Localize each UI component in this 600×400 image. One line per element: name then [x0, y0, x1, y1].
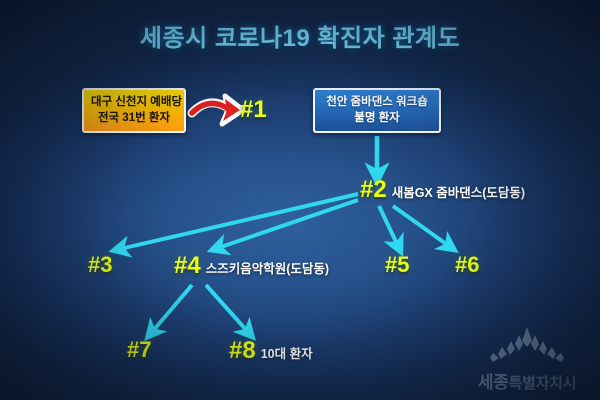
case-node-5: #5 — [385, 252, 414, 278]
case-node-8-number: #8 — [229, 337, 256, 364]
sejong-city-logo-text: 세종특별자치시 — [466, 368, 588, 393]
arrow-node-4-to-node-7 — [144, 283, 194, 342]
case-node-2-label: 새봄GX 줌바댄스(도담동) — [391, 186, 526, 200]
case-node-5-number: #5 — [385, 252, 410, 277]
sejong-logo-prefix: 세종 — [477, 373, 509, 392]
sejong-city-logo: 세종특별자치시 — [466, 325, 588, 393]
source-box-cheonan-line1: 천안 줌바댄스 워크숍 — [326, 96, 428, 108]
source-box-cheonan-line2: 불명 환자 — [354, 111, 400, 124]
arrow-node-2-to-node-6 — [391, 204, 459, 253]
case-node-4: #4 스즈키음악학원(도담동) — [174, 252, 329, 280]
sejong-wing-emblem-icon — [490, 327, 564, 362]
source-box-daegu-line1: 대구 신천지 예배당 — [91, 96, 183, 108]
case-node-4-label: 스즈키음악학원(도담동) — [205, 262, 330, 276]
arrow-node-4-to-node-8 — [204, 283, 256, 341]
case-node-2-number: #2 — [360, 176, 387, 203]
arrow-node-2-to-node-4 — [206, 198, 359, 256]
sejong-logo-suffix: 특별자치시 — [508, 375, 577, 392]
arrow-orange-box-to-node-1 — [187, 93, 246, 127]
source-box-daegu: 대구 신천지 예배당 전국 31번 환자 — [82, 88, 186, 134]
source-box-cheonan: 천안 줌바댄스 워크숍 불명 환자 — [313, 88, 441, 134]
source-box-daegu-line2: 전국 31번 환자 — [97, 111, 171, 124]
case-node-1-number: #1 — [240, 96, 267, 123]
case-node-4-number: #4 — [174, 252, 201, 279]
page-title: 세종시 코로나19 확진자 관계도 — [139, 25, 461, 52]
case-node-3-number: #3 — [88, 252, 113, 277]
case-node-3: #3 — [88, 252, 117, 278]
arrow-node-2-to-node-5 — [377, 205, 404, 257]
case-node-7: #7 — [127, 337, 156, 363]
case-node-1: #1 — [240, 96, 272, 124]
case-node-6-number: #6 — [455, 252, 480, 277]
case-node-7-number: #7 — [127, 337, 152, 362]
case-node-2: #2 새봄GX 줌바댄스(도담동) — [360, 176, 525, 204]
case-node-8: #8 10대 환자 — [229, 337, 313, 365]
case-node-6: #6 — [455, 252, 484, 278]
case-node-8-label: 10대 환자 — [260, 347, 313, 361]
